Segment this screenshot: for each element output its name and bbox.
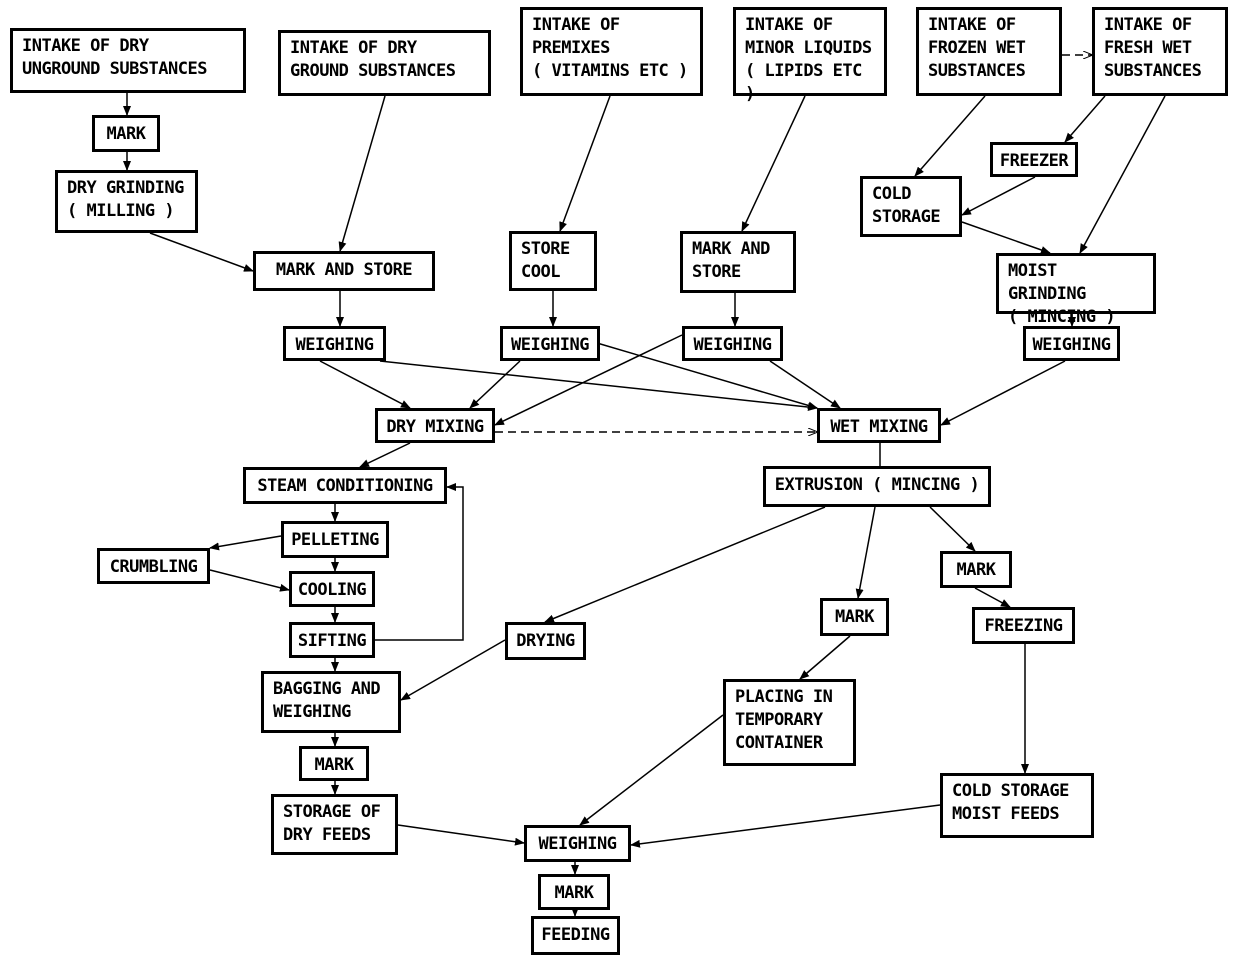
- node-mark: MARK: [940, 551, 1012, 588]
- arrow: [630, 804, 941, 848]
- arrow: [1064, 95, 1106, 143]
- node-store-cool: STORE COOL: [509, 231, 597, 291]
- arrow: [209, 535, 282, 551]
- node-weighing: WEIGHING: [1023, 326, 1120, 361]
- node-dry-mixing: DRY MIXING: [375, 408, 495, 443]
- arrow: [741, 95, 806, 232]
- node-freezing: FREEZING: [972, 607, 1075, 644]
- arrow: [379, 360, 818, 412]
- arrow: [961, 176, 1036, 216]
- arrow: [855, 506, 876, 599]
- node-mark: MARK: [820, 598, 889, 636]
- arrow: [149, 232, 254, 272]
- node-moist-grinding: MOIST GRINDING ( MINCING ): [996, 253, 1156, 327]
- arrow: [596, 342, 818, 410]
- node-mark: MARK: [299, 746, 369, 781]
- node-mark-and-store-2: MARK AND STORE: [680, 231, 796, 293]
- arrow: [338, 95, 386, 252]
- node-dry-grinding: DRY GRINDING ( MILLING ): [55, 170, 198, 233]
- node-drying: DRYING: [505, 622, 586, 660]
- node-intake-minor-liquids: INTAKE OF MINOR LIQUIDS ( LIPIDS ETC ): [733, 7, 887, 104]
- arrow: [579, 714, 724, 826]
- node-placing-temporary-container: PLACING IN TEMPORARY CONTAINER: [723, 679, 856, 766]
- node-intake-dry-ground: INTAKE OF DRY GROUND SUBSTANCES: [278, 30, 491, 96]
- node-cold-storage-moist-feeds: COLD STORAGE MOIST FEEDS: [940, 773, 1094, 838]
- node-crumbling: CRUMBLING: [97, 548, 210, 584]
- node-intake-frozen-wet: INTAKE OF FROZEN WET SUBSTANCES: [916, 7, 1062, 96]
- arrow: [544, 506, 826, 623]
- node-wet-mixing: WET MIXING: [817, 408, 941, 443]
- node-mark-final: MARK: [538, 874, 610, 910]
- arrow: [400, 639, 506, 701]
- node-extrusion: EXTRUSION ( MINCING ): [763, 466, 991, 507]
- node-cold-storage: COLD STORAGE: [860, 176, 962, 237]
- arrow: [929, 506, 976, 552]
- arrow: [559, 95, 611, 232]
- arrow: [359, 442, 411, 468]
- arrow: [397, 824, 525, 846]
- node-freezer: FREEZER: [990, 142, 1078, 177]
- arrow: [209, 569, 290, 592]
- node-pelleting: PELLETING: [281, 521, 389, 558]
- arrow: [940, 360, 1066, 426]
- node-feeding: FEEDING: [531, 916, 620, 955]
- arrow: [469, 360, 521, 409]
- node-intake-dry-unground: INTAKE OF DRY UNGROUND SUBSTANCES: [10, 28, 246, 93]
- arrow: [799, 635, 851, 680]
- node-mark: MARK: [92, 115, 160, 152]
- arrow: [974, 587, 1011, 608]
- node-bagging-and-weighing: BAGGING AND WEIGHING: [261, 671, 401, 733]
- arrow: [494, 334, 683, 426]
- node-intake-premixes: INTAKE OF PREMIXES ( VITAMINS ETC ): [520, 7, 703, 96]
- node-sifting: SIFTING: [289, 622, 375, 658]
- arrow: [1079, 95, 1166, 254]
- node-weighing-final: WEIGHING: [524, 825, 631, 862]
- node-storage-dry-feeds: STORAGE OF DRY FEEDS: [271, 794, 398, 855]
- node-cooling: COOLING: [289, 571, 375, 607]
- node-steam-conditioning: STEAM CONDITIONING: [243, 467, 447, 504]
- arrow: [769, 360, 841, 409]
- arrow: [961, 221, 1051, 254]
- arrow: [375, 483, 464, 641]
- node-mark-and-store: MARK AND STORE: [253, 251, 435, 291]
- node-weighing: WEIGHING: [283, 326, 386, 361]
- node-weighing: WEIGHING: [500, 326, 600, 361]
- arrow: [319, 360, 411, 409]
- arrow: [914, 95, 986, 177]
- node-intake-fresh-wet: INTAKE OF FRESH WET SUBSTANCES: [1092, 7, 1228, 96]
- node-weighing: WEIGHING: [682, 326, 783, 361]
